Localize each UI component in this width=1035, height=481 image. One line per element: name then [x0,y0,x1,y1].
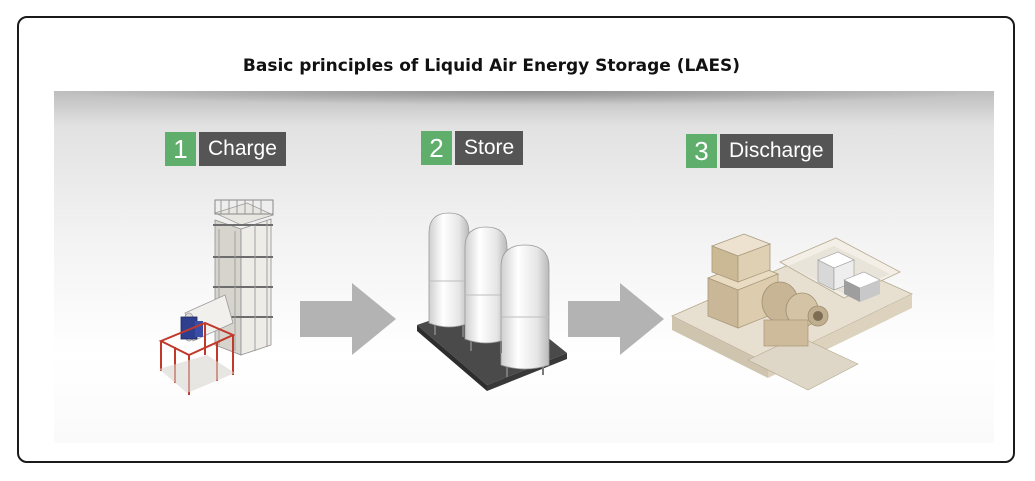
step-label: Discharge [720,134,833,168]
storage-tanks-illustration [417,212,567,391]
step-charge: 1 Charge [165,132,286,166]
liquefaction-plant-illustration [158,199,275,395]
diagram-title: Basic principles of Liquid Air Energy St… [242,56,741,76]
power-recovery-plant-illustration [671,233,913,391]
arrow-right-icon [568,283,664,355]
step-discharge: 3 Discharge [686,134,833,168]
step-number: 3 [686,134,717,168]
panel-top-shadow [54,91,994,105]
step-number: 1 [165,132,196,166]
step-store: 2 Store [421,131,524,165]
step-label: Charge [199,132,286,166]
step-number: 2 [421,131,452,165]
step-label: Store [455,131,524,165]
arrow-right-icon [300,283,396,355]
